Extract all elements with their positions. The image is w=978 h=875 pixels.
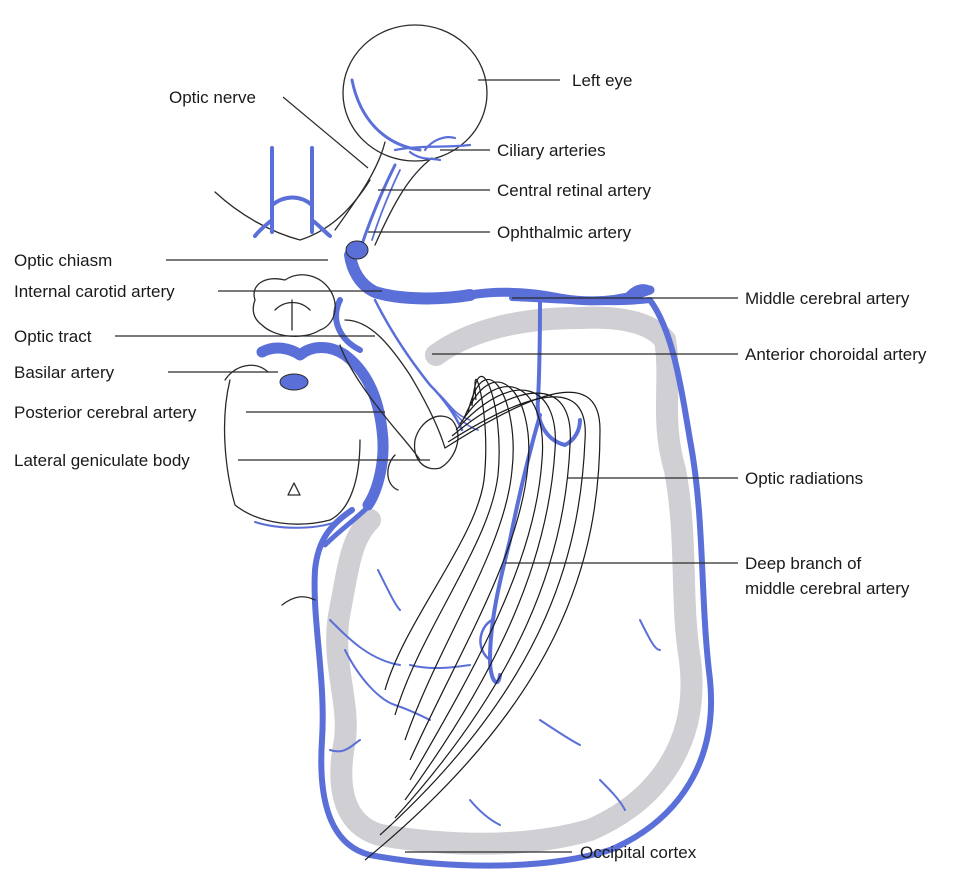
label-deep-branch-line2: middle cerebral artery <box>745 579 910 598</box>
label-ophthalmic-artery: Ophthalmic artery <box>497 223 632 242</box>
aqueduct-triangle <box>288 483 300 495</box>
midbrain-center <box>275 300 310 330</box>
brainstem-outline <box>225 380 360 524</box>
label-middle-cerebral-artery: Middle cerebral artery <box>745 289 910 308</box>
label-ciliary-arteries: Ciliary arteries <box>497 141 606 160</box>
midbrain-outline <box>253 275 335 337</box>
internal-carotid-cut-end <box>346 241 368 259</box>
optic-tract-outline <box>340 320 445 460</box>
deep-branch-descending <box>490 415 540 682</box>
label-lateral-geniculate-body: Lateral geniculate body <box>14 451 190 470</box>
label-posterior-cerebral-artery: Posterior cerebral artery <box>14 403 197 422</box>
ophthalmic-artery-vessel <box>360 165 395 250</box>
basilar-artery-cross-section <box>280 374 308 390</box>
chiasm-vessels <box>255 148 330 236</box>
label-anterior-choroidal-artery: Anterior choroidal artery <box>745 345 927 364</box>
pons-outline <box>225 365 268 380</box>
label-optic-chiasm: Optic chiasm <box>14 251 112 270</box>
label-occipital-cortex: Occipital cortex <box>580 843 697 862</box>
basilar-artery-vessel <box>262 348 383 506</box>
lateral-geniculate-outline <box>388 416 458 490</box>
label-optic-radiations: Optic radiations <box>745 469 863 488</box>
anterior-choroidal-vessel <box>375 300 462 430</box>
brain-contour-left <box>215 180 370 240</box>
left-contour-line <box>282 597 315 605</box>
left-eye-globe <box>343 25 487 161</box>
cortex-band <box>337 318 691 844</box>
label-internal-carotid-artery: Internal carotid artery <box>14 282 175 301</box>
label-basilar-artery: Basilar artery <box>14 363 115 382</box>
label-deep-branch-line1: Deep branch of <box>745 554 862 573</box>
optic-radiations-fan <box>365 376 600 860</box>
label-optic-nerve: Optic nerve <box>169 88 256 107</box>
label-central-retinal-artery: Central retinal artery <box>497 181 652 200</box>
ciliary-branches <box>395 137 470 160</box>
internal-carotid-vessel <box>350 255 470 298</box>
label-optic-tract: Optic tract <box>14 327 92 346</box>
label-left-eye: Left eye <box>572 71 633 90</box>
